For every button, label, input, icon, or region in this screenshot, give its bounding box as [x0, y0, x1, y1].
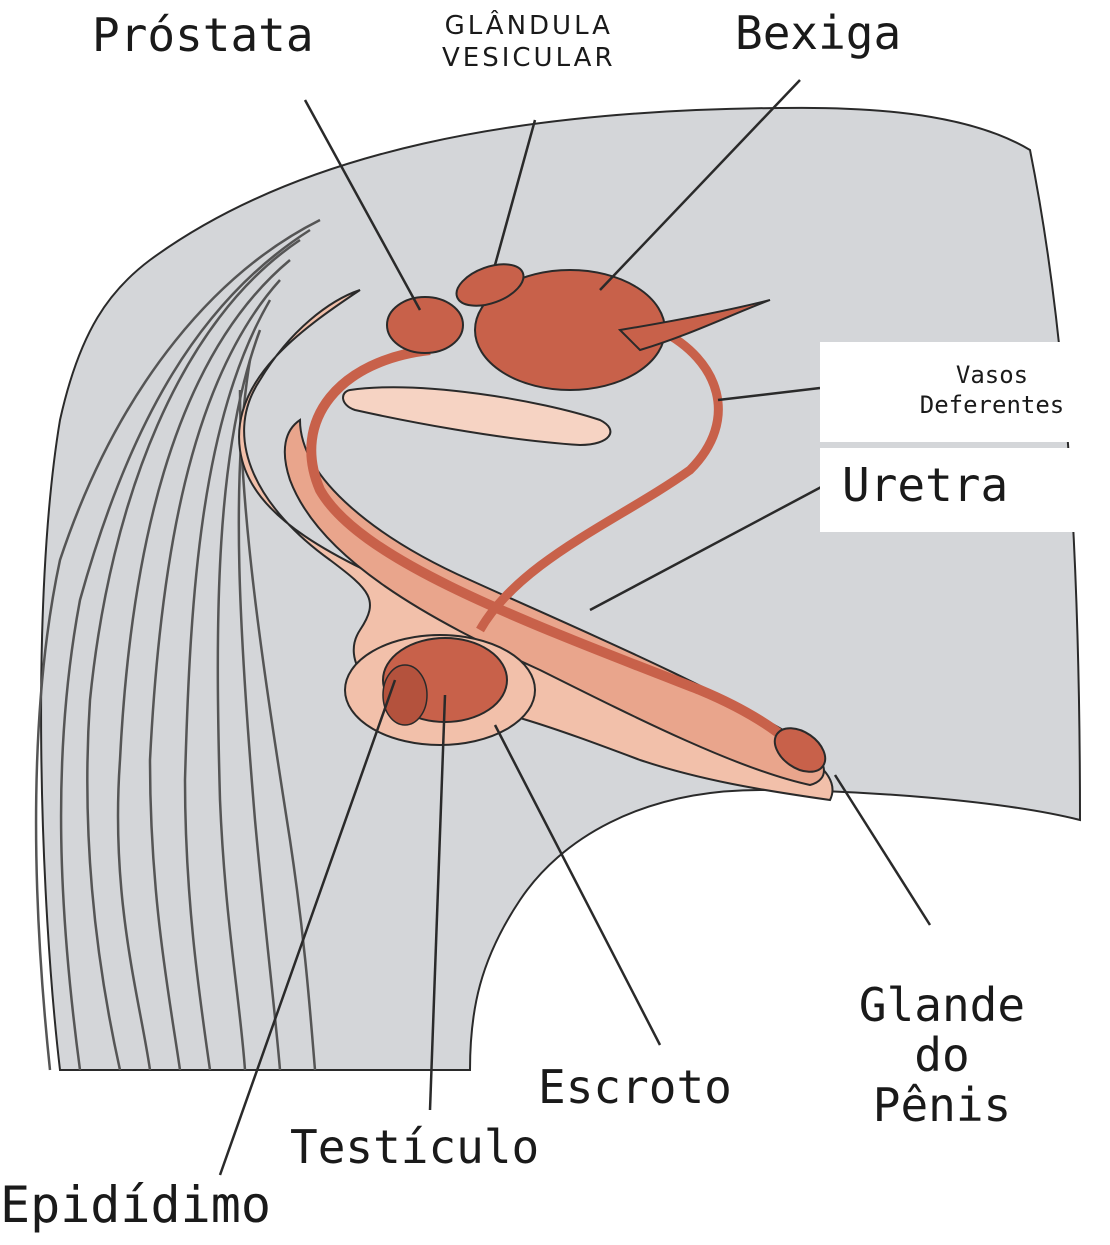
label-testiculo: Testículo: [290, 1120, 539, 1174]
label-vasos-deferentes: Vasos Deferentes: [892, 360, 1092, 420]
label-glande-line3: Pênis: [822, 1080, 1062, 1130]
label-glandula-vesicular: glândula vesicular: [442, 10, 616, 74]
label-bexiga: Bexiga: [735, 6, 901, 60]
prostate: [387, 297, 463, 353]
label-glande-line2: do: [822, 1030, 1062, 1080]
label-glande-do-penis: Glande do Pênis: [822, 980, 1062, 1130]
label-vasos-line2: Deferentes: [892, 390, 1092, 420]
label-glande-line1: Glande: [822, 980, 1062, 1030]
label-vasos-line1: Vasos: [892, 360, 1092, 390]
label-uretra: Uretra: [842, 458, 1008, 512]
label-glandula-line1: glândula: [442, 10, 616, 42]
label-epididimo: Epidídimo: [0, 1176, 271, 1234]
label-escroto: Escroto: [538, 1060, 732, 1114]
horse-body-silhouette: [41, 108, 1080, 1070]
label-glandula-line2: vesicular: [442, 42, 616, 74]
label-prostata: Próstata: [92, 8, 314, 62]
